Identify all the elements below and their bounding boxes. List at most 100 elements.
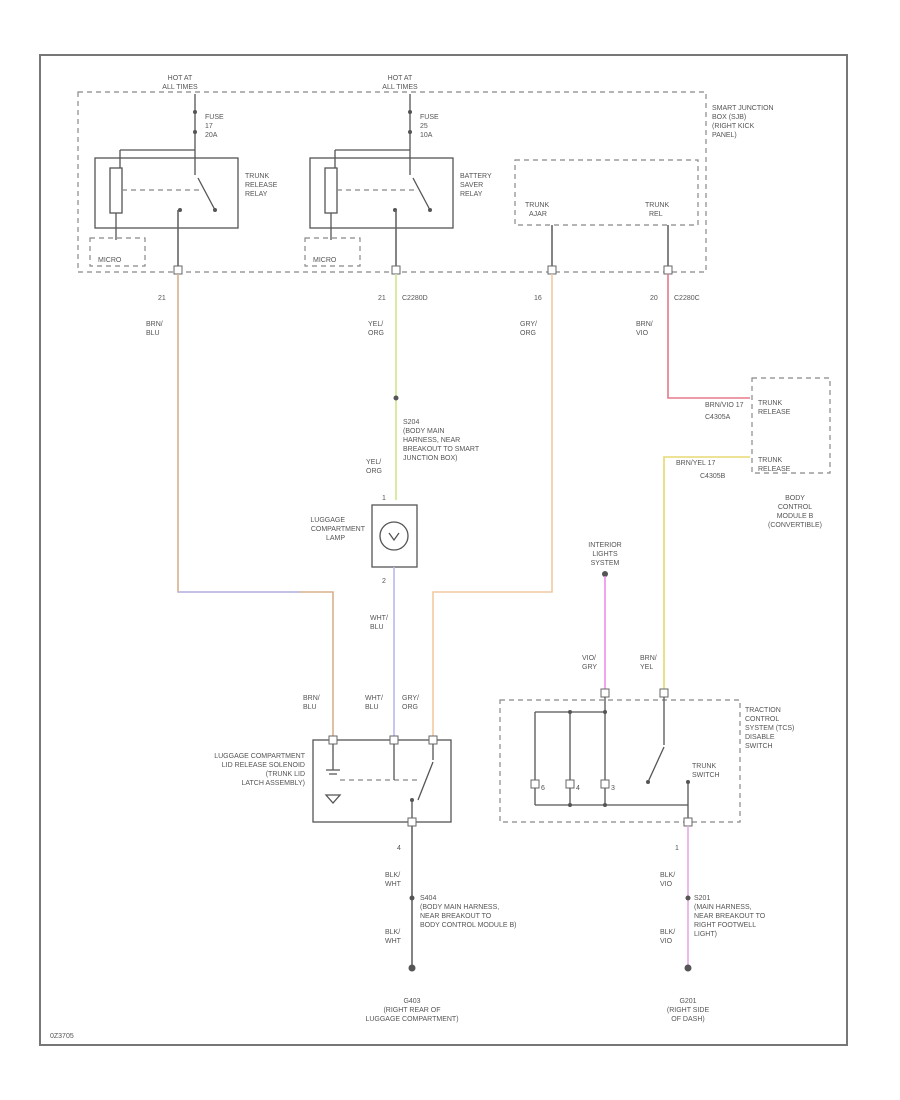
bcm-pin1: BRN/VIO 17 xyxy=(705,402,744,409)
tcs-wire-right-color-1: BRN/ xyxy=(640,655,657,662)
trunk-rel-label-1: TRUNK xyxy=(645,202,669,209)
latch-label-1: LUGGAGE COMPARTMENT xyxy=(214,753,305,760)
ground-g403-icon xyxy=(408,964,416,972)
tcs-label-1: TRACTION xyxy=(745,707,781,714)
trunk-switch-contact xyxy=(647,746,665,783)
s201-label-5: LIGHT) xyxy=(694,931,717,938)
s204-color-2: ORG xyxy=(366,468,382,475)
tcs-label-5: SWITCH xyxy=(745,743,773,750)
g403-label-3: LUGGAGE COMPARTMENT) xyxy=(365,1016,458,1023)
feed-left-line1: HOT AT xyxy=(168,75,193,82)
micro-left-label: MICRO xyxy=(98,257,122,264)
wire-w4-color-1: BRN/ xyxy=(636,321,653,328)
tcs-pin: 1 xyxy=(675,845,679,852)
s204-label-5: JUNCTION BOX) xyxy=(403,455,457,462)
ground-right-color2-2: VIO xyxy=(660,938,673,945)
tcs-label-2: CONTROL xyxy=(745,716,779,723)
bcm-conn1: C4305A xyxy=(705,414,731,421)
diagram-code: 0Z3705 xyxy=(50,1033,74,1040)
ground-right-color1-1: BLK/ xyxy=(660,872,675,879)
micro-right xyxy=(304,237,361,267)
wire-w2-color-2: ORG xyxy=(368,330,384,337)
wire-w3-color-2: ORG xyxy=(520,330,536,337)
wire-w2-color-1: YEL/ xyxy=(368,321,383,328)
latch-switch-contact xyxy=(417,761,434,801)
solenoid-icon xyxy=(326,769,340,775)
bcm-pin2-label-1: TRUNK xyxy=(758,457,782,464)
lamp-wire-color-1: WHT/ xyxy=(370,615,388,622)
trunk-rel-label-2: REL xyxy=(649,211,663,218)
bcm-label-4: (CONVERTIBLE) xyxy=(768,522,822,529)
sjb-label-3: (RIGHT KICK xyxy=(712,123,755,130)
s404-label-2: (BODY MAIN HARNESS, xyxy=(420,904,499,911)
lamp-pin-top: 1 xyxy=(382,495,386,502)
splice-s204-dot xyxy=(393,395,399,401)
tcs-pin-4: 4 xyxy=(576,785,580,792)
ground-left-color2-1: BLK/ xyxy=(385,929,400,936)
bcm-pin2-label-2: RELEASE xyxy=(758,466,791,473)
g201-label-3: OF DASH) xyxy=(671,1016,704,1023)
bcm-pin2: BRN/YEL 17 xyxy=(676,460,716,467)
wire-w2-pin: 21 xyxy=(378,295,386,302)
relay-coil-right xyxy=(324,167,338,214)
tcs-pin-3: 3 xyxy=(611,785,615,792)
wire-gry-org xyxy=(432,274,553,740)
tcs-wire-left-color-1: VIO/ xyxy=(582,655,596,662)
lamp-wire-color-2: BLU xyxy=(370,624,384,631)
lamp-label-2: COMPARTMENT xyxy=(311,526,366,533)
bcm-label-2: CONTROL xyxy=(778,504,812,511)
luggage-compartment-lamp: LUGGAGE COMPARTMENT LAMP 1 2 xyxy=(310,495,418,585)
wire-w1-pin: 21 xyxy=(158,295,166,302)
g201-label-1: G201 xyxy=(679,998,696,1005)
fuse-17-rating: 20A xyxy=(205,132,218,139)
latch-wire-a-color-2: BLU xyxy=(303,704,317,711)
tcs-label-4: DISABLE xyxy=(745,734,775,741)
sjb-label-2: BOX (SJB) xyxy=(712,114,746,121)
splice-s204: S204 (BODY MAIN HARNESS, NEAR BREAKOUT T… xyxy=(366,419,480,475)
wire-w1-color-1: BRN/ xyxy=(146,321,163,328)
s201-label-3: NEAR BREAKOUT TO xyxy=(694,913,766,920)
battery-saver-relay-label-2: SAVER xyxy=(460,182,483,189)
feed-right-line2: ALL TIMES xyxy=(382,84,418,91)
fuse-17-number: 17 xyxy=(205,123,213,130)
g403-label-1: G403 xyxy=(403,998,420,1005)
latch-label-3: (TRUNK LID xyxy=(266,771,305,778)
latch-wire-c-color-1: GRY/ xyxy=(402,695,419,702)
battery-saver-relay-label-1: BATTERY xyxy=(460,173,492,180)
body-control-module-b: BRN/VIO 17 C4305A TRUNK RELEASE BRN/YEL … xyxy=(676,377,831,529)
ground-left-color1-1: BLK/ xyxy=(385,872,400,879)
s204-label-1: S204 xyxy=(403,419,419,426)
s204-label-3: HARNESS, NEAR xyxy=(403,437,460,444)
tcs-label-3: SYSTEM (TCS) xyxy=(745,725,794,732)
bcm-conn2: C4305B xyxy=(700,473,726,480)
feed-right: HOT AT ALL TIMES FUSE 25 10A xyxy=(382,75,439,150)
latch-pin: 4 xyxy=(397,845,401,852)
wire-w4-connector: C2280C xyxy=(674,295,700,302)
wire-w4-color-2: VIO xyxy=(636,330,649,337)
micro-right-label: MICRO xyxy=(313,257,337,264)
bcm-pin1-label-1: TRUNK xyxy=(758,400,782,407)
fuse-25-number: 25 xyxy=(420,123,428,130)
ground-left-color2-2: WHT xyxy=(385,938,402,945)
ground-g201-icon xyxy=(684,964,692,972)
relay-coil-left xyxy=(109,167,123,214)
bcm-label-3: MODULE B xyxy=(777,513,814,520)
sjb-connectors xyxy=(173,265,673,275)
trunk-release-relay-label-3: RELAY xyxy=(245,191,268,198)
relay-contact-right xyxy=(412,177,431,211)
sjb-internal-module xyxy=(514,159,699,226)
wire-w1-color-2: BLU xyxy=(146,330,160,337)
interior-lights-label-3: SYSTEM xyxy=(591,560,620,567)
battery-saver-relay: BATTERY SAVER RELAY xyxy=(309,149,492,240)
wire-brn-yel xyxy=(663,456,750,693)
feed-left: HOT AT ALL TIMES FUSE 17 20A xyxy=(162,75,224,150)
trunk-release-relay-label-2: RELEASE xyxy=(245,182,278,189)
diagram-frame xyxy=(39,54,848,1046)
bcm-label-1: BODY xyxy=(785,495,805,502)
trunk-switch-label-1: TRUNK xyxy=(692,763,716,770)
wire-w2-connector: C2280D xyxy=(402,295,428,302)
bcm-pin1-label-2: RELEASE xyxy=(758,409,791,416)
g403-label-2: (RIGHT REAR OF xyxy=(383,1007,440,1014)
ground-left-circuit: BLK/ WHT S404 (BODY MAIN HARNESS, NEAR B… xyxy=(365,826,516,1023)
lamp-pin-bottom: 2 xyxy=(382,578,386,585)
